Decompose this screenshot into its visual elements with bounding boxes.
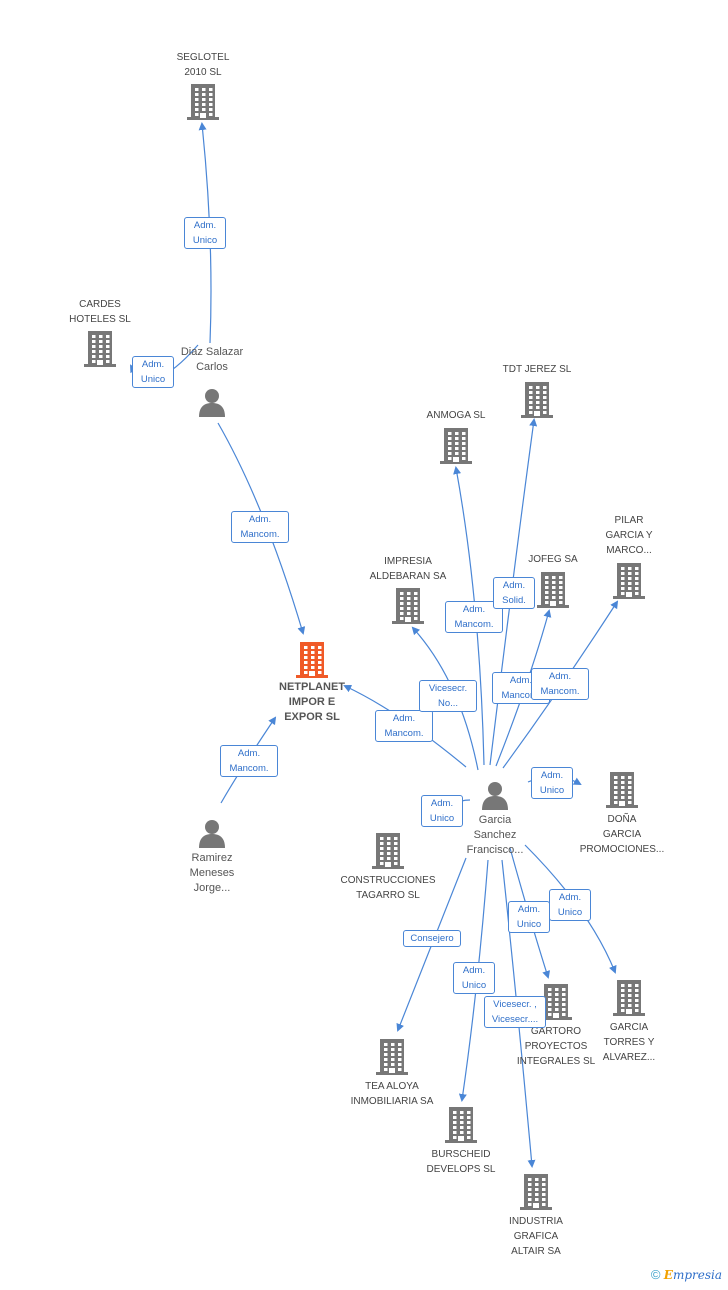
building-icon	[613, 563, 645, 604]
relation-label-garcia-netplanet[interactable]: Adm. Mancom.	[375, 710, 433, 742]
relation-label-garcia-gartoro[interactable]: Adm. Unico	[508, 901, 550, 933]
footer-brand[interactable]: © Empresia	[651, 1267, 722, 1282]
relation-label-garcia-dona[interactable]: Adm. Unico	[531, 767, 573, 799]
building-icon	[537, 572, 569, 613]
node-label: Ramirez Meneses Jorge...	[189, 852, 235, 894]
building-icon	[520, 1174, 552, 1215]
building-icon	[187, 84, 219, 125]
relation-label-garcia-pilar[interactable]: Adm. Mancom.	[531, 668, 589, 700]
person-icon	[197, 818, 227, 853]
node-label: NETPLANET IMPOR E EXPOR SL	[279, 681, 345, 723]
building-icon	[296, 642, 328, 683]
relation-label-garcia-industria[interactable]: Vicesecr. , Vicesecr....	[484, 996, 546, 1028]
node-label: GARTORO PROYECTOS INTEGRALES SL	[516, 1026, 596, 1067]
node-label: TDT JEREZ SL	[502, 364, 572, 375]
building-icon	[606, 772, 638, 813]
node-label: PILAR GARCIA Y MARCO...	[605, 515, 653, 556]
relation-label-ramirez-netplanet[interactable]: Adm. Mancom.	[220, 745, 278, 777]
node-label: BURSCHEID DEVELOPS SL	[426, 1149, 496, 1175]
edge-garcia-tdt	[489, 418, 538, 766]
edge-garcia-tea	[396, 857, 467, 1032]
building-icon	[540, 984, 572, 1025]
building-icon	[613, 980, 645, 1021]
building-icon	[392, 588, 424, 629]
node-label: JOFEG SA	[528, 554, 578, 565]
building-icon	[521, 382, 553, 423]
relation-label-diaz-seglotel[interactable]: Adm. Unico	[184, 217, 226, 249]
building-icon	[440, 428, 472, 469]
node-label: ANMOGA SL	[426, 410, 486, 421]
building-icon	[445, 1107, 477, 1148]
copyright-icon: ©	[650, 1267, 661, 1282]
node-label: TEA ALOYA INMOBILIARIA SA	[350, 1081, 434, 1107]
node-label: Garcia Sanchez Francisco...	[466, 814, 524, 856]
node-label: SEGLOTEL 2010 SL	[176, 52, 230, 78]
person-icon	[480, 780, 510, 815]
node-label: CONSTRUCCIONES TAGARRO SL	[340, 875, 436, 901]
node-label: IMPRESIA ALDEBARAN SA	[369, 556, 447, 582]
relation-label-garcia-impresia[interactable]: Vicesecr. No...	[419, 680, 477, 712]
relation-label-garcia-garcia_torres[interactable]: Adm. Unico	[549, 889, 591, 921]
building-icon	[376, 1039, 408, 1080]
relation-label-diaz-netplanet[interactable]: Adm. Mancom.	[231, 511, 289, 543]
empresia-logo: Empresia	[663, 1268, 722, 1282]
node-label: CARDES HOTELES SL	[69, 299, 131, 325]
building-icon	[372, 833, 404, 874]
node-label: INDUSTRIA GRAFICA ALTAIR SA	[509, 1216, 563, 1257]
relation-label-garcia-anmoga[interactable]: Adm. Mancom.	[445, 601, 503, 633]
relation-label-garcia-tea[interactable]: Consejero	[403, 929, 461, 947]
node-label: DOÑA GARCIA PROMOCIONES...	[579, 814, 665, 855]
building-icon	[84, 331, 116, 372]
relation-label-diaz-cardes[interactable]: Adm. Unico	[132, 356, 174, 388]
relation-label-garcia-construcciones[interactable]: Adm. Unico	[421, 795, 463, 827]
relation-label-garcia-burscheid[interactable]: Adm. Unico	[453, 962, 495, 994]
relation-label-garcia-tdt[interactable]: Adm. Solid.	[493, 577, 535, 609]
node-label: GARCIA TORRES Y ALVAREZ...	[602, 1022, 656, 1063]
person-icon	[197, 387, 227, 422]
node-label: Diaz Salazar Carlos	[180, 346, 244, 373]
